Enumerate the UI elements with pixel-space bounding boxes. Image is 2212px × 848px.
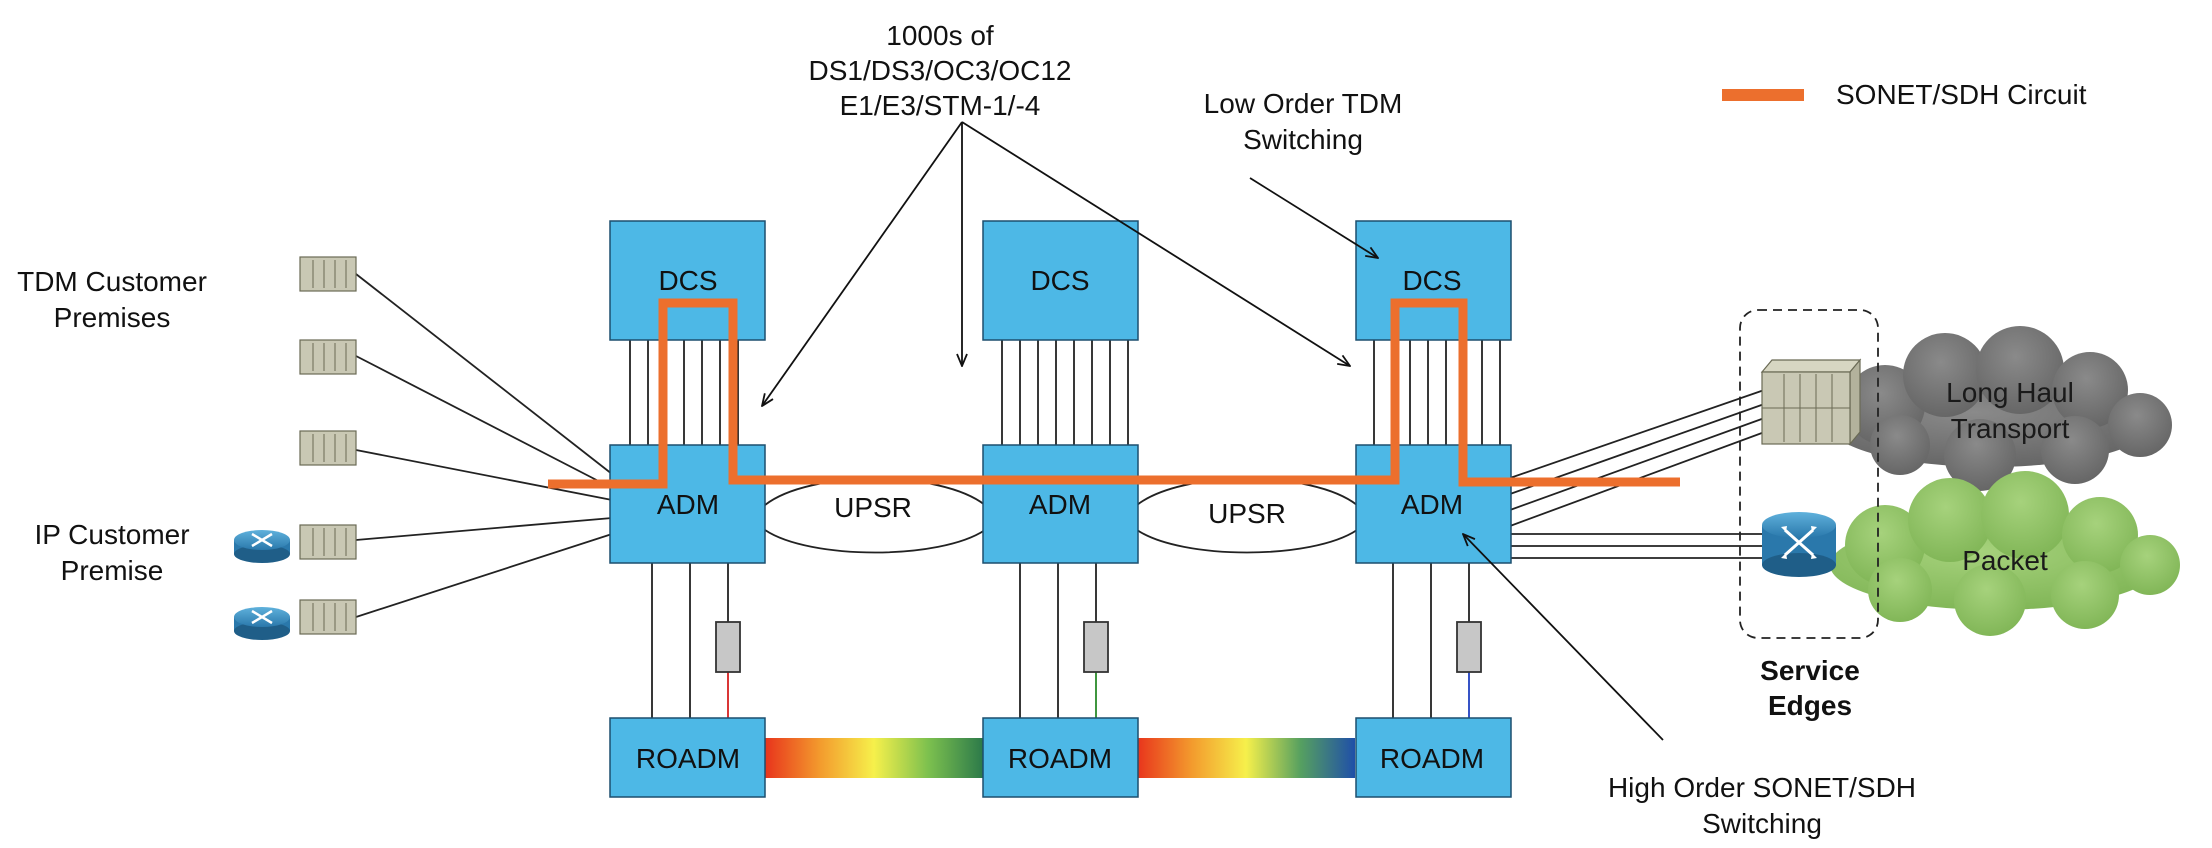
tdm-device-icon bbox=[299, 524, 357, 560]
roadm-box-right: ROADM bbox=[1355, 717, 1512, 798]
dcs-label: DCS bbox=[1402, 265, 1461, 296]
dcs-label: DCS bbox=[1030, 265, 1089, 296]
arrow-icon bbox=[1463, 534, 1664, 741]
dcs-box-middle: DCS bbox=[982, 220, 1139, 341]
ip-customer-label-1: IP Customer bbox=[34, 519, 189, 550]
arrow-icon bbox=[1249, 177, 1378, 258]
long-haul-cloud-icon: Long Haul Transport bbox=[1830, 326, 2172, 491]
dcs-box-right: DCS bbox=[1355, 220, 1512, 341]
long-haul-edge-device-icon bbox=[1760, 358, 1862, 446]
upsr-label-right: UPSR bbox=[1208, 498, 1286, 529]
tdm-device-icon bbox=[299, 256, 357, 292]
packet-edge-router-icon bbox=[1762, 512, 1836, 577]
mux-icons bbox=[715, 621, 1482, 673]
roadm-label: ROADM bbox=[1380, 743, 1484, 774]
wavelength-spectrum-left bbox=[765, 738, 983, 778]
annotation-top-1: 1000s of bbox=[886, 20, 994, 51]
long-haul-label-2: Transport bbox=[1951, 413, 2070, 444]
annotation-low-order-2: Switching bbox=[1243, 124, 1363, 155]
annotation-arrows bbox=[762, 121, 1664, 741]
router-icon bbox=[234, 530, 290, 563]
upsr-label-left: UPSR bbox=[834, 492, 912, 523]
annotation-low-order-1: Low Order TDM bbox=[1204, 88, 1403, 119]
mux-icon bbox=[1083, 621, 1109, 673]
tdm-device-icon bbox=[299, 430, 357, 466]
mux-icon bbox=[715, 621, 741, 673]
mux-icon bbox=[1456, 621, 1482, 673]
roadm-box-left: ROADM bbox=[609, 717, 766, 798]
arrow-icon bbox=[762, 121, 963, 406]
sonet-sdh-circuit bbox=[548, 298, 1680, 489]
annotation-high-order-1: High Order SONET/SDH bbox=[1608, 772, 1916, 803]
legend-circuit-label: SONET/SDH Circuit bbox=[1836, 79, 2087, 110]
adm-box-left: ADM bbox=[609, 444, 766, 564]
tdm-customer-label-1: TDM Customer bbox=[17, 266, 207, 297]
legend: SONET/SDH Circuit bbox=[1722, 79, 2087, 110]
router-icon bbox=[234, 607, 290, 640]
adm-roadm-links bbox=[651, 563, 1470, 718]
annotation-top-3: E1/E3/STM-1/-4 bbox=[840, 90, 1041, 121]
ip-customer-label-2: Premise bbox=[61, 555, 164, 586]
adm-box-middle: ADM bbox=[982, 444, 1139, 564]
roadm-box-middle: ROADM bbox=[982, 717, 1139, 798]
adm-label: ADM bbox=[657, 489, 719, 520]
tdm-customer-label-2: Premises bbox=[54, 302, 171, 333]
adm-box-right: ADM bbox=[1355, 444, 1512, 564]
service-edge-links bbox=[1509, 387, 1771, 559]
dcs-label: DCS bbox=[658, 265, 717, 296]
adm-label: ADM bbox=[1029, 489, 1091, 520]
packet-cloud-icon: Packet bbox=[1830, 471, 2180, 636]
adm-label: ADM bbox=[1401, 489, 1463, 520]
tdm-customer-devices bbox=[299, 256, 357, 635]
wavelength-spectrum-right bbox=[1137, 738, 1355, 778]
roadm-label: ROADM bbox=[1008, 743, 1112, 774]
service-edges-label-1: Service bbox=[1760, 655, 1860, 686]
long-haul-label-1: Long Haul bbox=[1946, 377, 2074, 408]
service-edges-label-2: Edges bbox=[1768, 690, 1852, 721]
ip-customer-routers bbox=[234, 530, 290, 640]
service-edges-box bbox=[1739, 309, 1879, 639]
roadm-label: ROADM bbox=[636, 743, 740, 774]
arrow-icon bbox=[961, 121, 1350, 366]
packet-label: Packet bbox=[1962, 545, 2048, 576]
annotation-high-order-2: Switching bbox=[1702, 808, 1822, 839]
customer-links bbox=[355, 273, 613, 618]
dcs-box-left: DCS bbox=[609, 220, 766, 341]
annotation-top-2: DS1/DS3/OC3/OC12 bbox=[809, 55, 1072, 86]
tdm-device-icon bbox=[299, 599, 357, 635]
tdm-device-icon bbox=[299, 339, 357, 375]
dcs-adm-links bbox=[629, 340, 1501, 445]
